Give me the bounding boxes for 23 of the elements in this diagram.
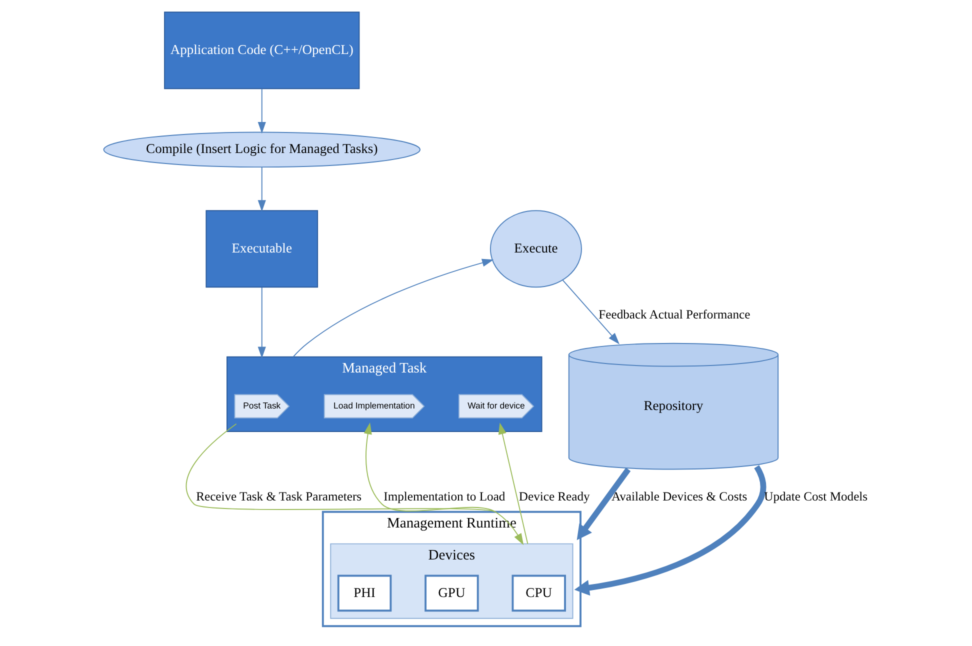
- edge-label: Device Ready: [518, 490, 590, 504]
- arrow: [292, 258, 494, 358]
- node-ellipse: Execute: [489, 210, 582, 288]
- arrow: [257, 166, 266, 212]
- edge-label: Update Cost Models: [764, 490, 868, 504]
- arrow: [363, 422, 496, 512]
- node-box: GPU: [424, 574, 478, 612]
- edge-label: Available Devices & Costs: [610, 490, 747, 504]
- arrow: [257, 287, 266, 358]
- arrow: [574, 465, 766, 596]
- node-ellipse: Compile (Insert Logic for Managed Tasks): [102, 132, 420, 168]
- arrow: [257, 88, 266, 134]
- node-box: CPU: [511, 574, 566, 612]
- node-box: PHI: [336, 574, 392, 612]
- edge-label: Receive Task & Task Parameters: [196, 490, 362, 504]
- arrow: [576, 468, 630, 540]
- node-box: Application Code (C++/OpenCL): [164, 12, 360, 90]
- arrow: [498, 422, 528, 544]
- edge-label: Implementation to Load: [383, 490, 505, 504]
- node-box: Executable: [205, 210, 318, 288]
- edge-label: Feedback Actual Performance: [598, 308, 750, 322]
- arrow: [562, 280, 620, 344]
- arrow: [185, 423, 524, 546]
